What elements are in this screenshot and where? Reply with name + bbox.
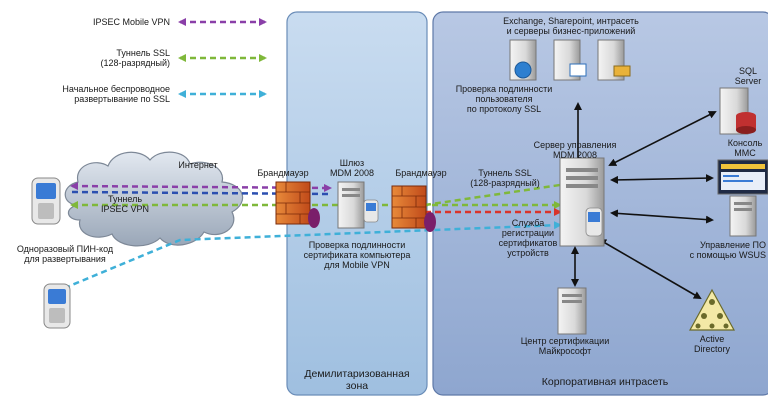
legend-wireless-label: Начальное беспроводное развертывание по …	[62, 84, 170, 104]
wsus-label: Управление ПО с помощью WSUS	[689, 240, 766, 260]
gateway-server-icon	[337, 181, 379, 229]
mdm-management-server-icon	[559, 157, 605, 247]
mmc-console-label: Консоль MMC	[727, 138, 763, 158]
firewall-right-icon	[391, 185, 436, 232]
dmz-title: Демилитаризованная зона	[304, 368, 410, 392]
gateway-label: Шлюз MDM 2008	[329, 158, 374, 178]
mmc-console-icon	[717, 159, 768, 195]
intranet-title: Корпоративная интрасеть	[541, 376, 669, 388]
arrow-to-ad	[598, 238, 702, 300]
ipsec-tunnel-label: Туннель IPSEC VPN	[100, 194, 149, 214]
firewall-right-label: Брандмауэр	[395, 168, 447, 178]
business-servers-icon	[509, 39, 631, 81]
user-auth-label: Проверка подлинности пользователя по про…	[455, 84, 553, 114]
legend-ssl-label: Туннель SSL (128-разрядный)	[100, 48, 170, 68]
mobile-phone-icon	[31, 177, 61, 225]
active-directory-label: Active Directory	[693, 334, 730, 354]
firewall-left-label: Брандмауэр	[257, 168, 309, 178]
sql-server-label: SQL Server	[734, 66, 762, 86]
arrow-to-wsus	[610, 209, 714, 224]
arrow-to-sql	[608, 111, 717, 166]
internet-label: Интернет	[178, 160, 218, 170]
certificate-authority-label: Центр сертификации Майкрософт	[520, 336, 610, 356]
firewall-left-icon	[275, 181, 320, 228]
legend-ipsec-label: IPSEC Mobile VPN	[92, 17, 170, 27]
sql-server-icon	[719, 87, 756, 135]
business-servers-label: Exchange, Sharepoint, интрасеть и сервер…	[503, 16, 639, 36]
wireless-deploy-line	[54, 221, 562, 294]
arrow-to-mmc	[610, 174, 714, 184]
active-directory-icon	[688, 288, 736, 331]
certificate-authority-icon	[557, 287, 587, 335]
ssl-to-server-line	[424, 183, 561, 207]
cert-check-label: Проверка подлинности сертификата компьют…	[303, 240, 411, 270]
mdm-server-label: Сервер управления MDM 2008	[533, 140, 617, 160]
wsus-server-icon	[729, 195, 757, 237]
enrollment-service-label: Служба регистрации сертификатов устройст…	[498, 218, 558, 258]
one-time-pin-label: Одноразовый ПИН-код для развертывания	[16, 244, 114, 264]
mobile-phone-icon-2	[43, 283, 71, 329]
ssl-tunnel-label: Туннель SSL (128-разрядный)	[470, 168, 540, 188]
